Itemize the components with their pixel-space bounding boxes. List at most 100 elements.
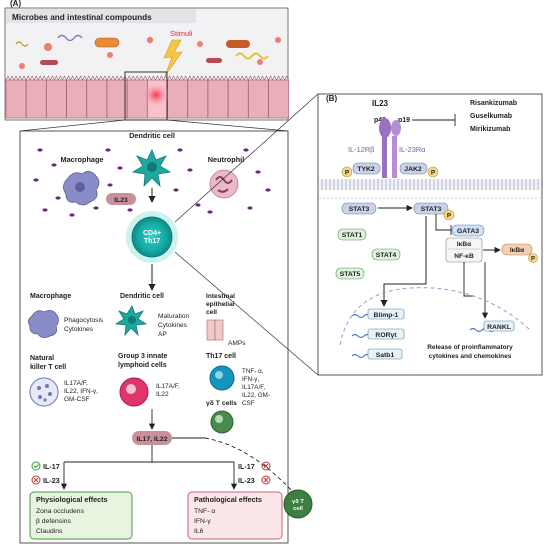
- patho-item-3: IL6: [194, 528, 204, 535]
- physio-item-1: Zona occludens: [36, 508, 85, 515]
- p-jak2: [427, 166, 439, 178]
- ilc3-nucleus: [126, 384, 136, 394]
- th17-cyt-2: IFN-γ,: [242, 376, 259, 383]
- stat3-left-label: STAT3: [349, 206, 370, 213]
- il17-il22-chip: [132, 431, 172, 445]
- th17-cyt-4: IL22, GM-: [242, 392, 270, 399]
- cytokine-dot: [37, 148, 43, 152]
- cytokine-dot: [55, 196, 61, 200]
- iec-label-1: Intestinal: [206, 293, 235, 300]
- stimuli-label: Stimuli: [170, 29, 193, 38]
- epithelial-cell: [167, 79, 188, 119]
- patho-item-2: IFN-γ: [194, 518, 211, 525]
- cytokine-dot: [33, 178, 39, 182]
- release-line2: cytokines and chemokines: [429, 353, 512, 360]
- neutrophil-top-label: Neutrophil: [208, 155, 244, 164]
- stat3-to-nucleus: [380, 216, 427, 307]
- physio-item-3: Claudins: [36, 528, 63, 535]
- microvilli: [106, 75, 128, 81]
- lightning-icon: [163, 39, 183, 77]
- microvilli: [86, 75, 108, 81]
- macrophage-fn-1: Phagocytosis: [64, 317, 104, 324]
- rankl-label: RANKL: [487, 324, 511, 331]
- p-stat3: [443, 209, 455, 221]
- epithelial-cell: [268, 79, 289, 119]
- iec-label-3: cell: [206, 309, 217, 316]
- left-status-il23: IL-23: [43, 476, 60, 485]
- nkt-cyt-1: IL17A/F,: [64, 380, 88, 387]
- gata3-label: GATA3: [457, 228, 479, 235]
- dendritic-mid-label: Dendritic cell: [120, 293, 164, 300]
- nkt-cyt-2: IL22, IFN-γ,: [64, 388, 98, 395]
- ikba-free-box: [501, 243, 533, 256]
- physio-item-2: β defensins: [36, 518, 71, 525]
- zoom-line-left: [19, 119, 126, 132]
- zoom-line-b-bottom: [174, 251, 319, 376]
- zoom-line-right: [166, 119, 289, 132]
- cytokine-dots: [33, 148, 271, 217]
- panel-b-letter: (B): [326, 94, 337, 103]
- macrophage-fn-2: Cytokines: [64, 326, 94, 333]
- ilc3-cyt-2: IL22: [156, 391, 169, 398]
- th17-small-icon: [209, 365, 235, 391]
- stat3-right-label: STAT3: [421, 206, 442, 213]
- microvilli: [66, 75, 87, 81]
- cytokine-dot: [243, 148, 249, 152]
- inflamed-cell-glow: [142, 83, 170, 107]
- panel-b: (B) IL23 p40 p19 Risankizumab Guselkumab…: [317, 93, 543, 376]
- header-band: [6, 9, 196, 23]
- epithelial-cell: [5, 79, 27, 119]
- epithelial-cell: [187, 79, 209, 119]
- gd-external-line2: cell: [293, 506, 303, 512]
- pathological-title: Pathological effects: [194, 495, 262, 504]
- stat3-right-box: [413, 202, 449, 215]
- epithelial-cell: [86, 79, 108, 119]
- il23-title: IL23: [372, 99, 389, 108]
- stat3-left-box: [341, 202, 377, 215]
- microvilli: [25, 75, 47, 81]
- p-tyk2-text: P: [345, 170, 350, 177]
- microvilli: [248, 75, 269, 81]
- microvilli: [126, 75, 148, 81]
- tyk2-label: TYK2: [357, 166, 375, 173]
- nkt-label-2: killer T cell: [30, 364, 66, 371]
- amps-label: AMPs: [228, 340, 246, 347]
- gd-external-line1: γδ T: [292, 499, 304, 505]
- ikba-label: IκBα: [457, 241, 471, 248]
- stat3-to-gata3: [435, 214, 451, 231]
- dendritic-cell-icon: [131, 149, 172, 188]
- cytokine-dot: [265, 188, 271, 192]
- cytokine-dot: [51, 163, 57, 167]
- microvilli: [187, 75, 209, 81]
- il12rb-chain: [382, 136, 387, 178]
- cd4-label: CD4+: [143, 230, 161, 237]
- th17-label: Th17: [144, 238, 160, 245]
- macrophage-top-label: Macrophage: [61, 155, 104, 164]
- th17-cyt-1: TNF- α,: [242, 368, 264, 375]
- physiological-title: Physiological effects: [36, 495, 108, 504]
- right-status-il23: IL-23: [238, 476, 255, 485]
- il12rb-label: IL-12Rβ: [348, 145, 374, 154]
- roryt-box: [367, 328, 405, 340]
- rankl-box: [483, 320, 515, 332]
- cell-membrane: [319, 179, 541, 190]
- drug-1: Risankizumab: [470, 100, 517, 107]
- epithelium-row: [5, 75, 289, 119]
- gd-cell-external: [283, 489, 313, 519]
- zoom-line-b-top: [174, 93, 319, 223]
- epithelial-cell: [66, 79, 87, 119]
- stat1-box: [337, 228, 367, 241]
- nkt-label-1: Natural: [30, 355, 54, 362]
- jak2-label: JAK2: [404, 166, 422, 173]
- blimp-box: [367, 308, 405, 320]
- macrophage-icon: [63, 171, 100, 206]
- p19-label: p19: [398, 117, 410, 124]
- blimp-label: Blimp-1: [374, 312, 399, 319]
- cross-mark-right-1: [263, 463, 269, 469]
- macrophage-mid-label: Macrophage: [30, 293, 71, 300]
- nfkb-path: [463, 262, 474, 297]
- gd-cell-nucleus: [215, 415, 223, 423]
- microvilli: [268, 75, 289, 81]
- cytokine-dot: [127, 208, 133, 212]
- th17-cyt-5: CSF: [242, 400, 255, 407]
